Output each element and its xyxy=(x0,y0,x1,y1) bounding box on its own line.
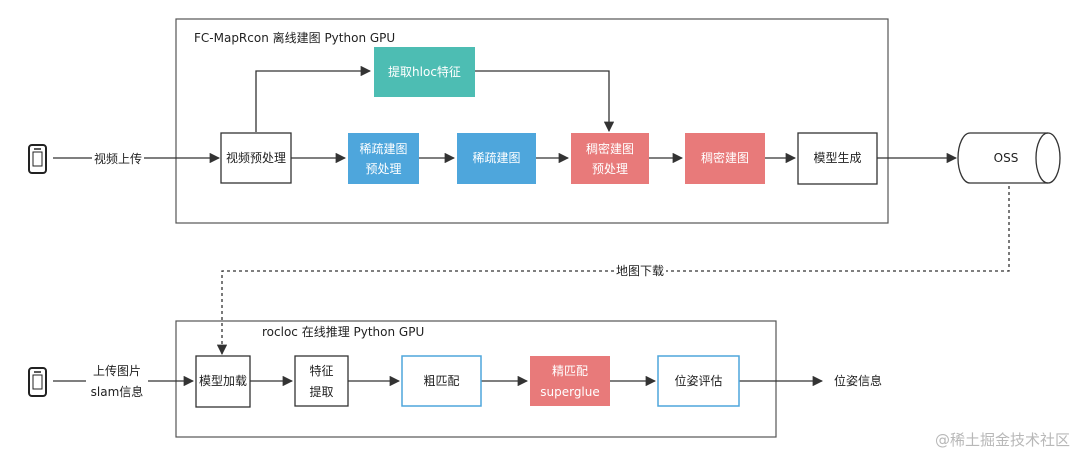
pose-eval-label: 位姿评估 xyxy=(674,373,722,388)
node-fine-match: 精匹配 superglue xyxy=(530,356,610,406)
top-panel-title: FC-MapRcon 离线建图 Python GPU xyxy=(194,30,395,45)
node-dense-preprocess: 稠密建图 预处理 xyxy=(571,133,649,184)
upload-image-label: 上传图片 xyxy=(93,363,141,378)
dense-preprocess-label-line2: 预处理 xyxy=(592,162,628,176)
edge-preprocess-to-hloc xyxy=(255,65,372,132)
node-pose-eval: 位姿评估 xyxy=(657,355,740,407)
phone-icon-bottom xyxy=(28,367,47,397)
sparse-build-fill xyxy=(457,133,536,184)
feature-extract-label-line2: 提取 xyxy=(309,384,333,399)
node-model-load: 模型加载 xyxy=(195,355,251,408)
video-preprocess-label: 视频预处理 xyxy=(226,150,286,165)
oss-label: OSS xyxy=(994,151,1019,165)
map-download-label: 地图下载 xyxy=(616,264,664,278)
watermark: @稀土掘金技术社区 xyxy=(935,431,1070,449)
oss-cylinder-rim xyxy=(1035,132,1049,184)
model-gen-label: 模型生成 xyxy=(813,151,861,165)
sparse-preprocess-label-line1: 稀疏建图 xyxy=(359,141,407,156)
sparse-preprocess-label-line2: 预处理 xyxy=(365,162,401,176)
model-load-label: 模型加载 xyxy=(199,374,247,388)
fine-match-label-line2: superglue xyxy=(540,385,600,399)
dense-build-fill xyxy=(685,133,765,184)
dense-preprocess-fill xyxy=(571,133,649,184)
phone-icon-top xyxy=(28,144,47,174)
coarse-match-label: 粗匹配 xyxy=(423,374,459,388)
node-sparse-build: 稀疏建图 xyxy=(457,133,536,184)
node-hloc-feature: 提取hloc特征 xyxy=(374,47,475,97)
node-model-gen: 模型生成 xyxy=(797,132,878,185)
bottom-panel-title: rocloc 在线推理 Python GPU xyxy=(262,325,424,339)
video-upload-label: 视频上传 xyxy=(94,151,142,166)
node-oss-storage: OSS xyxy=(957,132,1061,184)
slam-info-label: slam信息 xyxy=(91,384,144,399)
dense-build-label: 稠密建图 xyxy=(701,150,749,165)
fine-match-fill xyxy=(530,356,610,406)
dense-preprocess-label-line1: 稠密建图 xyxy=(586,141,634,156)
edge-map-download xyxy=(216,186,1010,356)
node-feature-extract: 特征 提取 xyxy=(294,355,349,407)
top-panel xyxy=(175,18,889,224)
node-sparse-preprocess: 稀疏建图 预处理 xyxy=(348,133,419,184)
edge-hloc-to-dense-pre xyxy=(475,70,615,133)
hloc-feature-label: 提取hloc特征 xyxy=(388,64,461,79)
node-dense-build: 稠密建图 xyxy=(685,133,765,184)
feature-extract-label-line1: 特征 xyxy=(309,363,333,378)
sparse-preprocess-fill xyxy=(348,133,419,184)
node-video-preprocess: 视频预处理 xyxy=(220,132,292,184)
sparse-build-label: 稀疏建图 xyxy=(472,150,520,165)
pose-output-label: 位姿信息 xyxy=(834,373,882,388)
hloc-feature-fill xyxy=(374,47,475,97)
node-coarse-match: 粗匹配 xyxy=(401,355,482,407)
fine-match-label-line1: 精匹配 xyxy=(552,364,588,378)
bottom-panel xyxy=(175,320,777,438)
